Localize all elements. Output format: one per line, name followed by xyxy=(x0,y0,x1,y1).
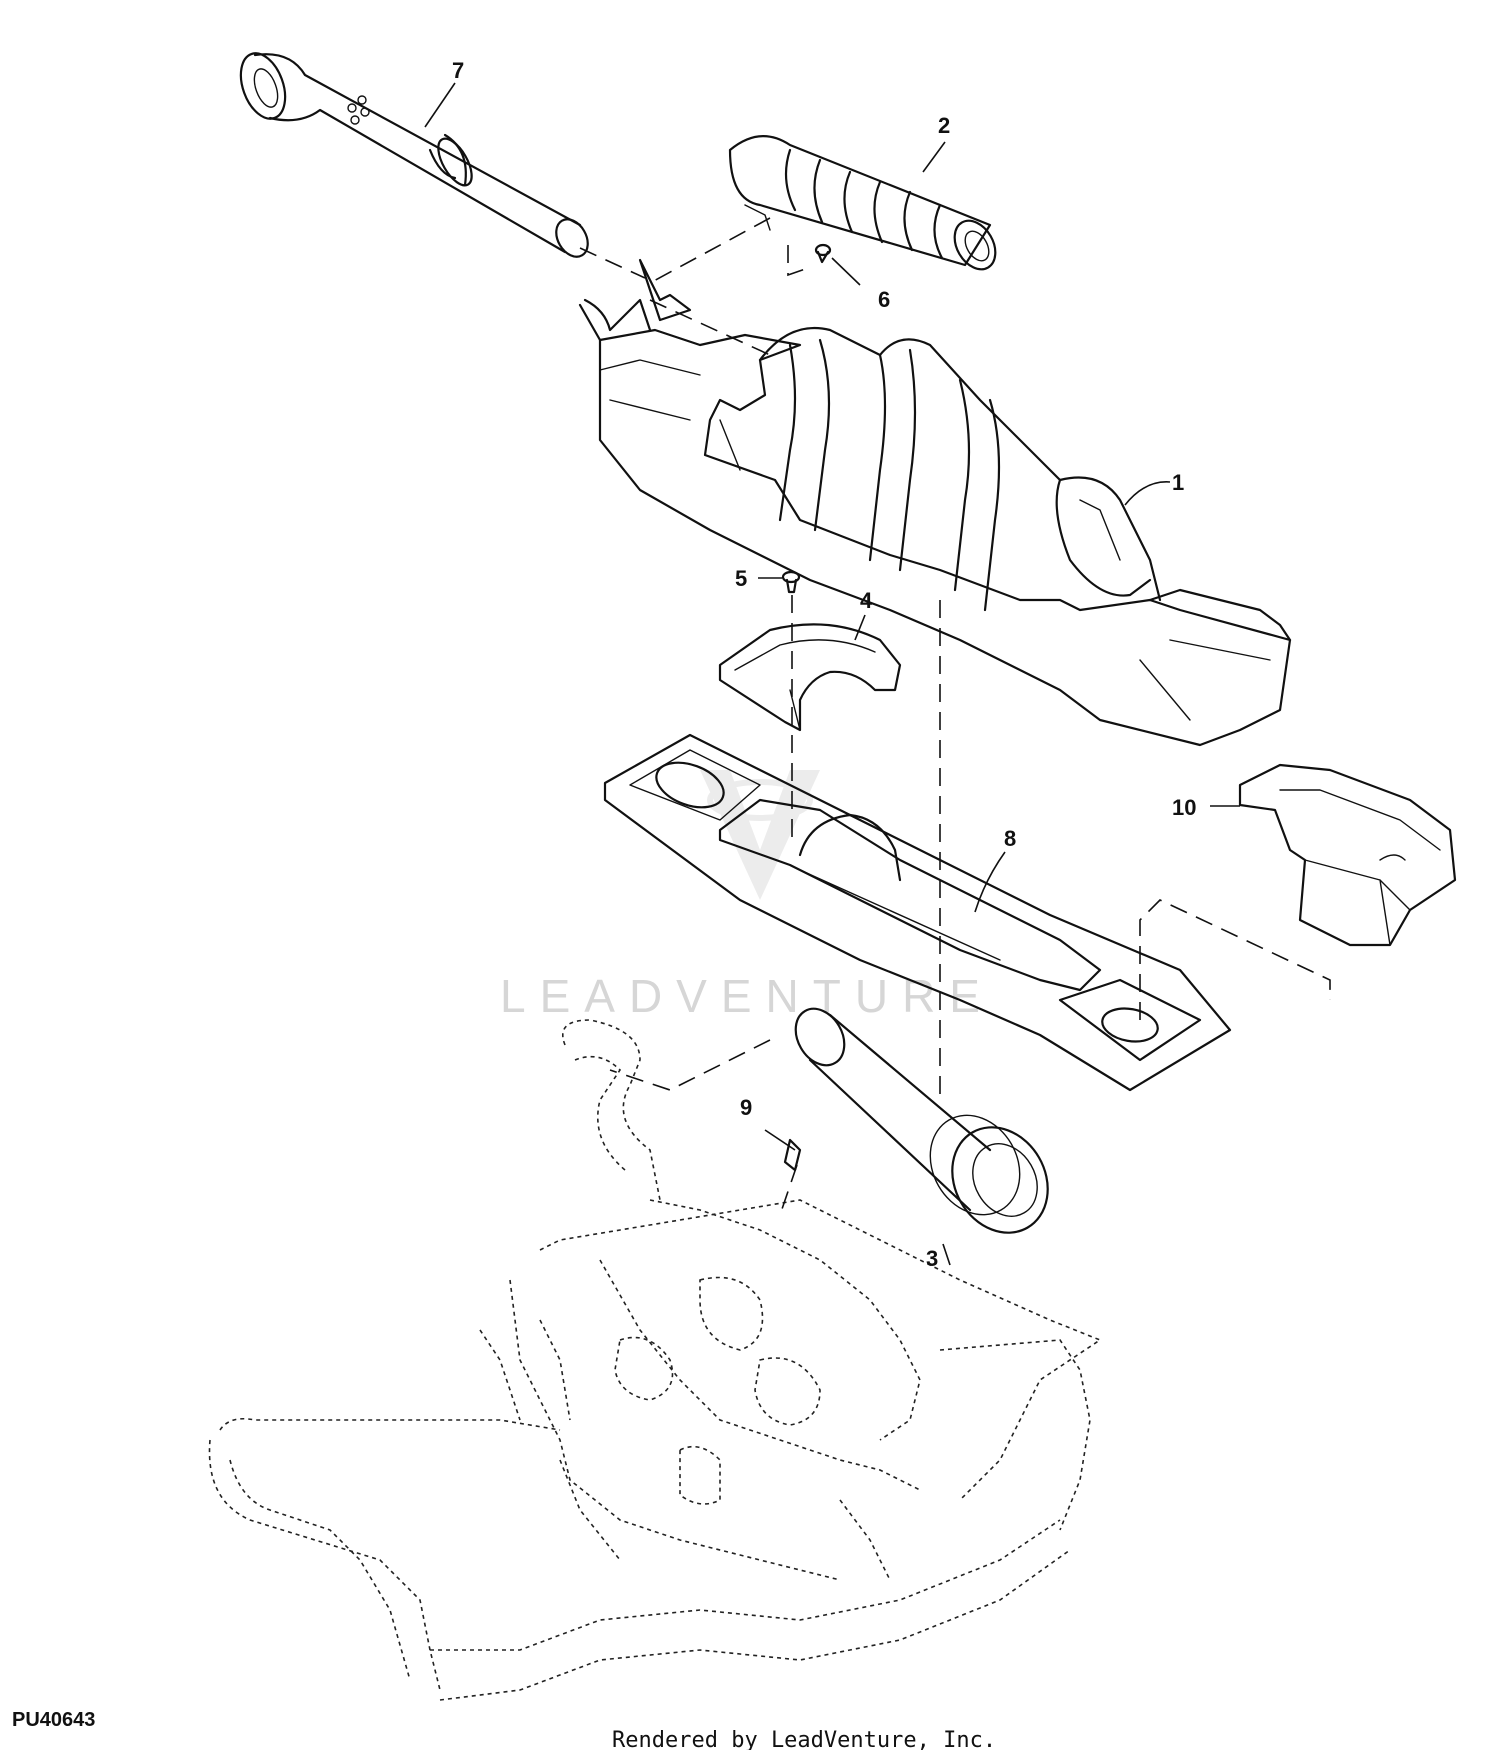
part-2-hose xyxy=(728,135,997,271)
svg-text:10: 10 xyxy=(1172,795,1196,820)
part-3-filter xyxy=(794,1007,1049,1234)
part-5-screw xyxy=(781,570,801,594)
assembly-lines xyxy=(579,217,1331,1216)
callout-7: 7 xyxy=(424,58,464,128)
ghost-engine-assembly xyxy=(208,1019,1102,1701)
svg-text:7: 7 xyxy=(452,58,464,83)
callout-9: 9 xyxy=(740,1095,796,1151)
part-8-gasket xyxy=(603,733,1232,1092)
watermark: LEADVENTURE xyxy=(500,770,994,1022)
svg-text:3: 3 xyxy=(926,1246,938,1271)
svg-text:8: 8 xyxy=(1004,826,1016,851)
figure-id: PU40643 xyxy=(12,1709,95,1731)
callout-3: 3 xyxy=(926,1243,951,1271)
callout-2: 2 xyxy=(922,113,950,173)
svg-text:9: 9 xyxy=(740,1095,752,1120)
watermark-text: LEADVENTURE xyxy=(500,970,994,1022)
part-4-bracket xyxy=(718,623,902,732)
callout-8: 8 xyxy=(974,826,1016,913)
part-6-fastener xyxy=(814,243,832,264)
svg-text:1: 1 xyxy=(1172,470,1184,495)
svg-text:6: 6 xyxy=(878,287,890,312)
credit-line: Rendered by LeadVenture, Inc. xyxy=(612,1728,996,1750)
callout-6: 6 xyxy=(831,257,890,312)
callout-4: 4 xyxy=(854,588,873,641)
callouts: 1 2 3 4 5 6 7 8 xyxy=(424,58,1240,1271)
part-7-intake-tube xyxy=(239,52,589,258)
part-1-housing xyxy=(578,258,1292,747)
callout-1: 1 xyxy=(1124,470,1184,506)
callout-5: 5 xyxy=(735,566,782,591)
svg-text:5: 5 xyxy=(735,566,747,591)
callout-10: 10 xyxy=(1172,795,1240,820)
part-10-pad xyxy=(1238,763,1457,947)
svg-text:2: 2 xyxy=(938,113,950,138)
svg-text:4: 4 xyxy=(860,588,873,613)
